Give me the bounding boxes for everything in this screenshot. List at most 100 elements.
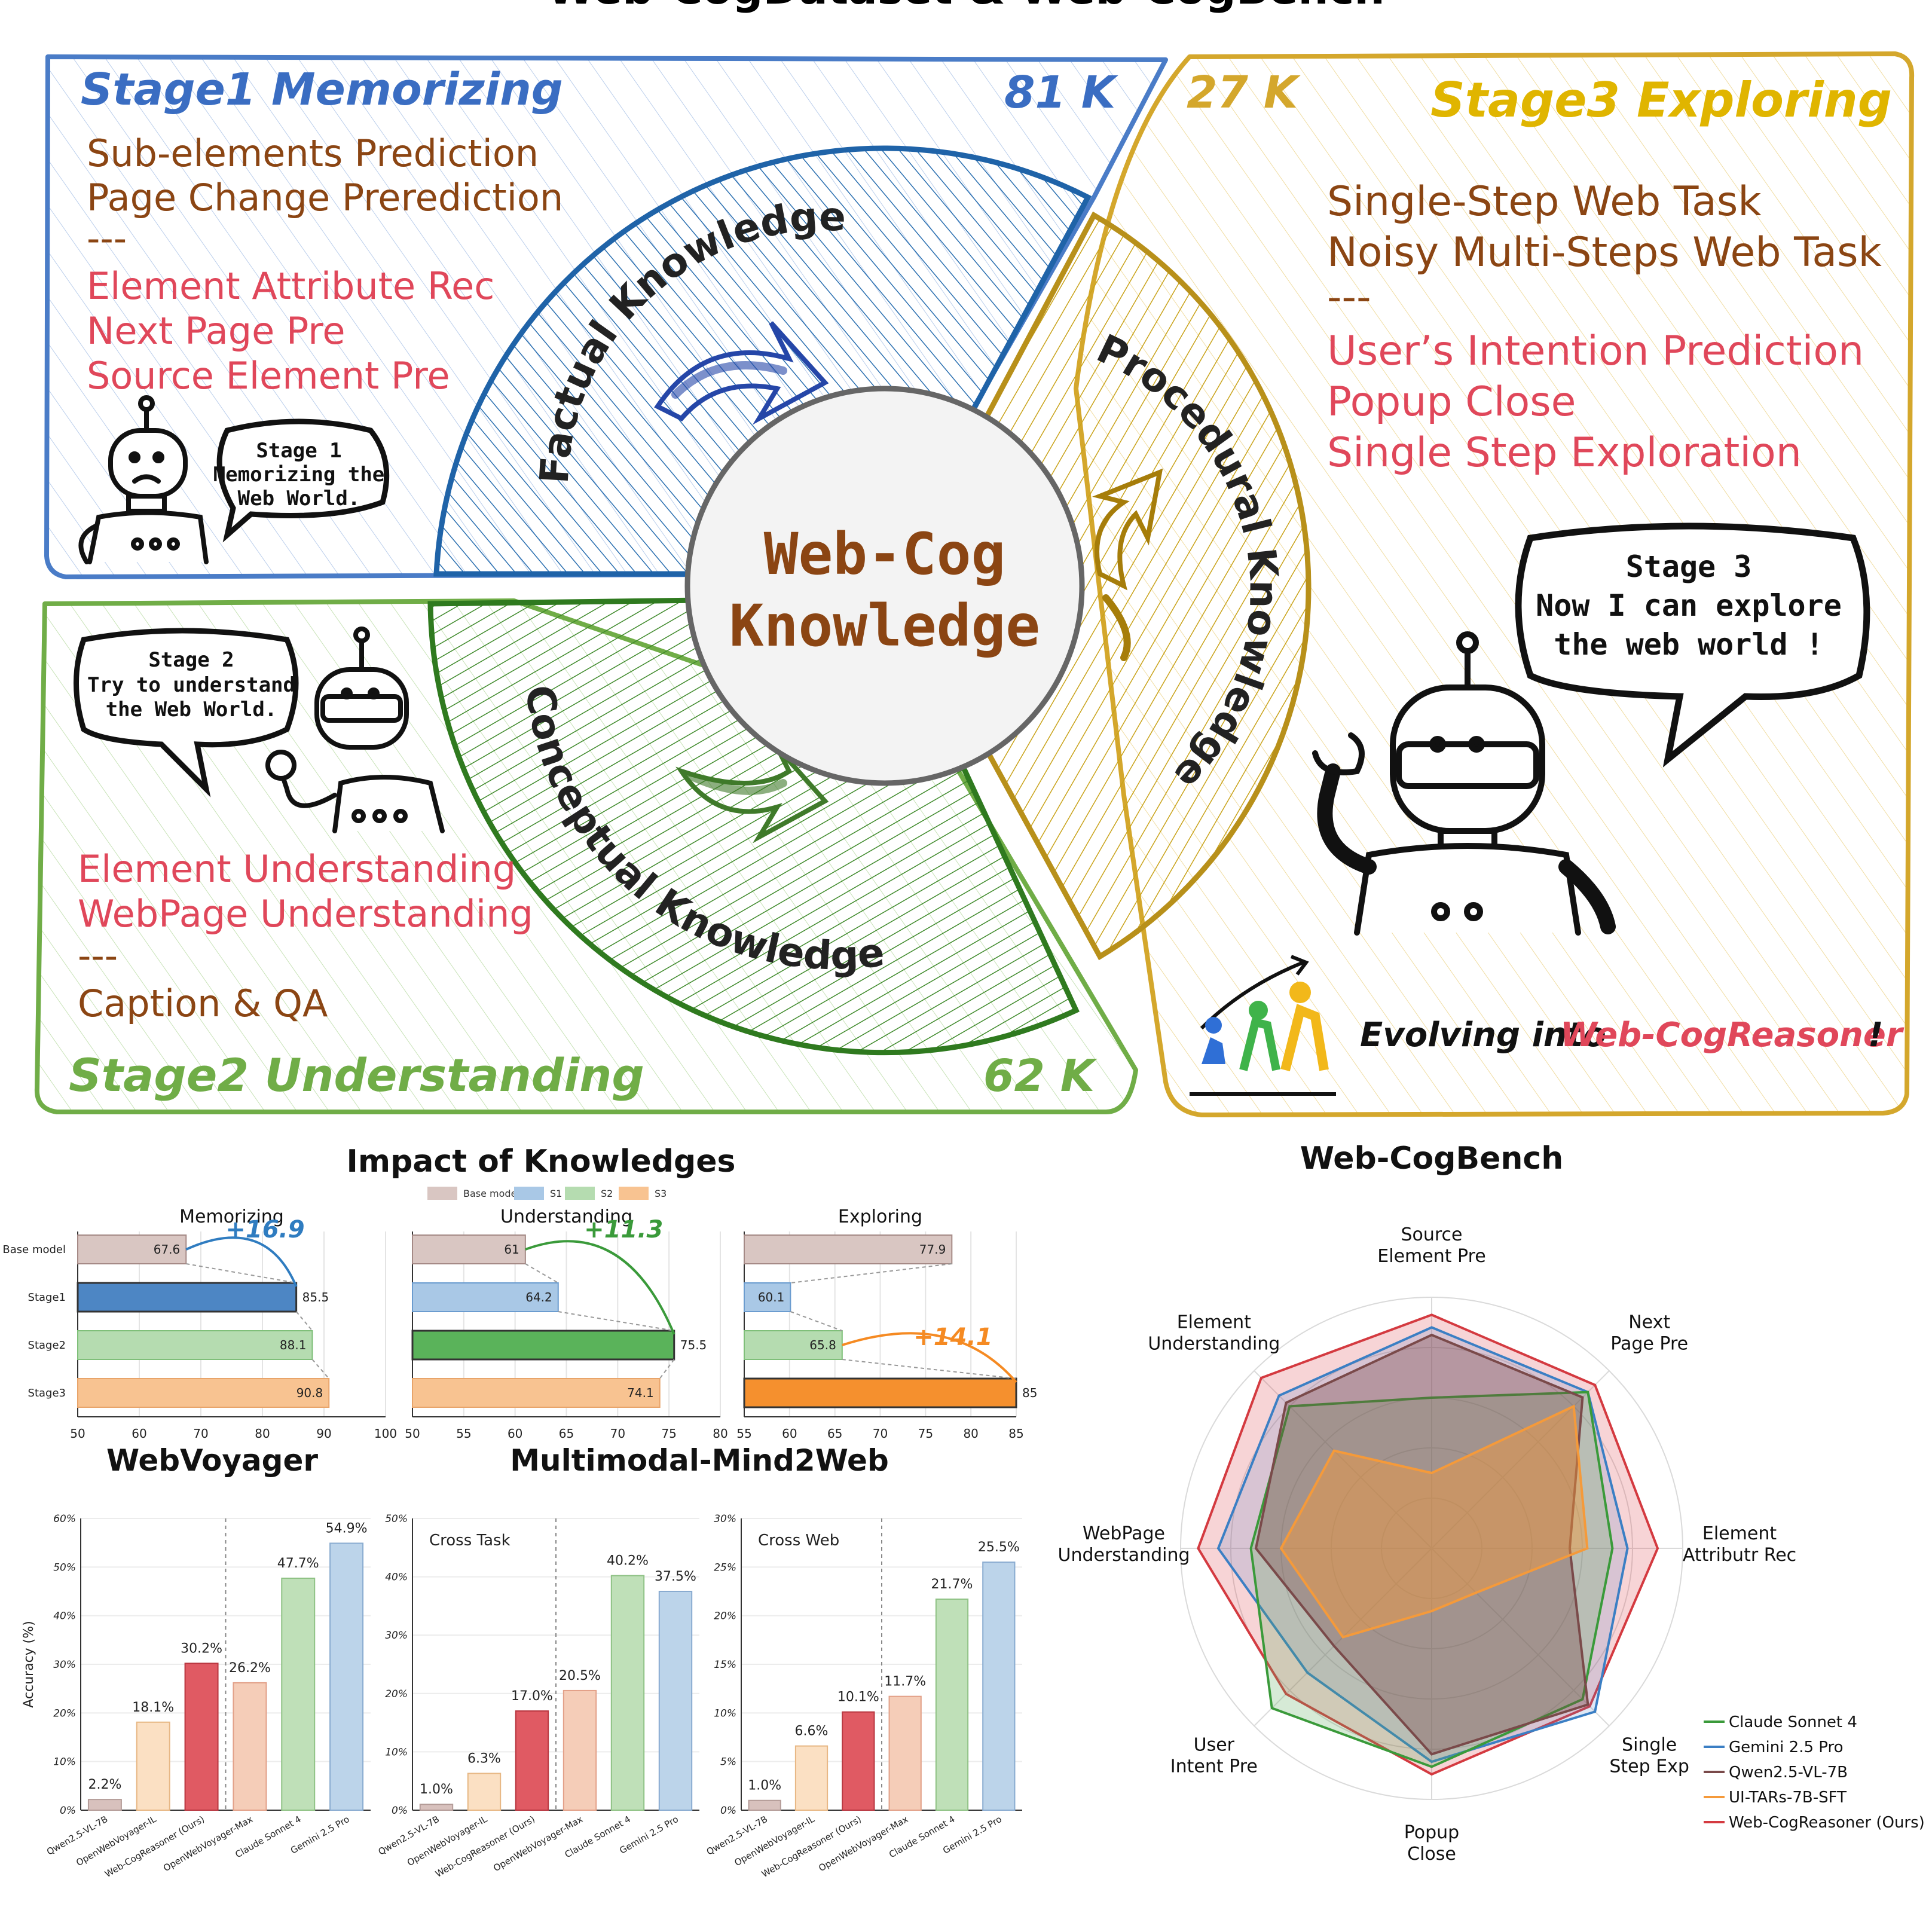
legend-swatch — [427, 1187, 457, 1200]
legend-swatch — [619, 1187, 649, 1200]
bar-value-label: 1.0% — [420, 1782, 453, 1797]
stage3-speech-line: the web world ! — [1554, 627, 1824, 662]
bar — [136, 1721, 170, 1811]
radar-series-3 — [1279, 1404, 1589, 1639]
stage2-robot-icon — [265, 627, 445, 833]
radar-axis-label: Next — [1628, 1312, 1670, 1333]
y-tick-label: 30% — [385, 1630, 408, 1642]
radar-axis-label: Understanding — [1057, 1545, 1190, 1566]
stage3-item-secondary: Single Step Exploration — [1327, 429, 1802, 476]
impact-tick-label: 80 — [963, 1426, 978, 1441]
procedural-sector — [893, 211, 1312, 961]
y-tick-label: 25% — [714, 1561, 736, 1573]
stage1-robot-icon — [78, 395, 209, 564]
stage2-speech-line: Stage 2 — [148, 648, 234, 672]
y-tick-label: 10% — [385, 1746, 408, 1758]
bar-value-label: 40.2% — [607, 1554, 649, 1569]
bar-value-label: 2.2% — [88, 1777, 121, 1792]
stage3-item-primary: Single-Step Web Task — [1327, 178, 1762, 225]
impact-row-label: Stage2 — [28, 1339, 66, 1352]
bar-value-label: 1.0% — [748, 1778, 781, 1793]
stage3-speech-bubble: Stage 3 Now I can explore the web world … — [1515, 522, 1870, 768]
impact-bar — [412, 1378, 661, 1408]
radar-axis-label: User — [1194, 1735, 1235, 1756]
radar-axis-label: Step Exp — [1609, 1756, 1689, 1777]
y-tick-label: 10% — [53, 1756, 76, 1768]
impact-bar-value: 60.1 — [758, 1290, 785, 1304]
bar-value-label: 18.1% — [132, 1700, 174, 1715]
connector-line — [790, 1311, 843, 1331]
legend-label: S3 — [655, 1188, 667, 1199]
bar-value-label: 25.5% — [978, 1540, 1020, 1555]
impact-bar-value: 77.9 — [919, 1242, 946, 1257]
bar — [515, 1710, 549, 1811]
radar-axis-label: Attributr Rec — [1683, 1545, 1796, 1566]
impact-tick-label: 70 — [610, 1426, 625, 1441]
stage3-speech-line: Now I can explore — [1536, 588, 1842, 623]
y-tick-label: 0% — [720, 1805, 736, 1817]
conceptual-scribble-icon — [675, 745, 829, 844]
y-tick-label: 20% — [714, 1611, 736, 1622]
connector-line — [659, 1359, 675, 1379]
stage1-item-secondary: Source Element Pre — [87, 354, 450, 398]
radar-axis-label: Intent Pre — [1170, 1756, 1258, 1777]
impact-tick-label: 60 — [132, 1426, 146, 1441]
y-tick-label: 15% — [714, 1659, 736, 1671]
radar-axis-label: Element Pre — [1377, 1246, 1485, 1267]
stage1-speech-line: Memorizing the — [213, 463, 385, 487]
impact-bar — [411, 1330, 675, 1361]
bar — [563, 1689, 597, 1811]
stage1-speech-line: Stage 1 — [256, 439, 341, 463]
stage1-item-secondary: Element Attribute Rec — [87, 264, 494, 308]
stage1-item-secondary: Next Page Pre — [87, 309, 346, 353]
impact-bar — [744, 1282, 791, 1312]
radar-axis-label: Understanding — [1148, 1333, 1280, 1354]
overview-illustration: Web-CogDataset & Web-CogBench Factual Kn… — [34, 0, 1915, 1117]
stage3-count: 27 K — [1187, 67, 1301, 118]
impact-bar — [77, 1234, 187, 1264]
impact-tick-label: 60 — [782, 1426, 797, 1441]
stage3-speech-line: Stage 3 — [1626, 549, 1752, 584]
impact-bar-value: 85.5 — [302, 1290, 329, 1304]
impact-bar-value: 74.1 — [627, 1386, 654, 1400]
stage2-separator: --- — [78, 934, 118, 977]
impact-tick-label: 90 — [316, 1426, 331, 1441]
stage3-item-primary: Noisy Multi-Steps Web Task — [1327, 229, 1882, 276]
gain-label: +11.3 — [584, 1216, 663, 1243]
bar — [87, 1799, 122, 1811]
impact-tick-label: 80 — [255, 1426, 270, 1441]
radar-spoke — [1431, 1370, 1610, 1549]
evolving-prefix: Evolving into — [1360, 1016, 1606, 1055]
y-tick-label: 30% — [714, 1513, 736, 1525]
radar-axis-label: Close — [1407, 1844, 1456, 1865]
y-tick-label: 0% — [392, 1805, 408, 1817]
bar — [935, 1599, 969, 1811]
stage3-robot-icon — [1312, 631, 1616, 936]
legend-label: Web-CogReasoner (Ours) — [1729, 1814, 1925, 1832]
evolving-suffix: ! — [1868, 1016, 1884, 1055]
connector-line — [295, 1311, 313, 1331]
stage1-item-primary: Page Change Prerediction — [87, 176, 563, 219]
impact-bar-value: 88.1 — [280, 1338, 307, 1352]
legend-label: Gemini 2.5 Pro — [1729, 1738, 1844, 1756]
impact-row-label: Base model — [2, 1243, 66, 1256]
impact-tick-label: 50 — [70, 1426, 85, 1441]
y-tick-label: 0% — [60, 1805, 76, 1817]
x-tick-label: OpenWebVoyager-Max — [817, 1814, 910, 1874]
stage2-speech-bubble: Stage 2 Try to understand the Web World. — [74, 628, 299, 797]
y-tick-label: 40% — [385, 1572, 408, 1584]
impact-tick-label: 100 — [374, 1426, 397, 1441]
bar-charts: 0%10%20%30%40%50%60%2.2%Qwen2.5-VL-7B18.… — [22, 1513, 1022, 1880]
stage1-speech-line: Web World. — [238, 487, 360, 511]
impact-tick-label: 60 — [508, 1426, 522, 1441]
bar-value-label: 11.7% — [884, 1674, 926, 1689]
bar — [184, 1663, 219, 1811]
stage1-speech-bubble: Stage 1 Memorizing the Web World. — [213, 418, 390, 543]
impact-tick-label: 55 — [736, 1426, 751, 1441]
radar-axis-label: Page Pre — [1610, 1333, 1688, 1354]
impact-tick-label: 85 — [1008, 1426, 1023, 1441]
radar-spoke — [1254, 1370, 1432, 1549]
cogbench-title: Web-CogBench — [1300, 1141, 1563, 1176]
